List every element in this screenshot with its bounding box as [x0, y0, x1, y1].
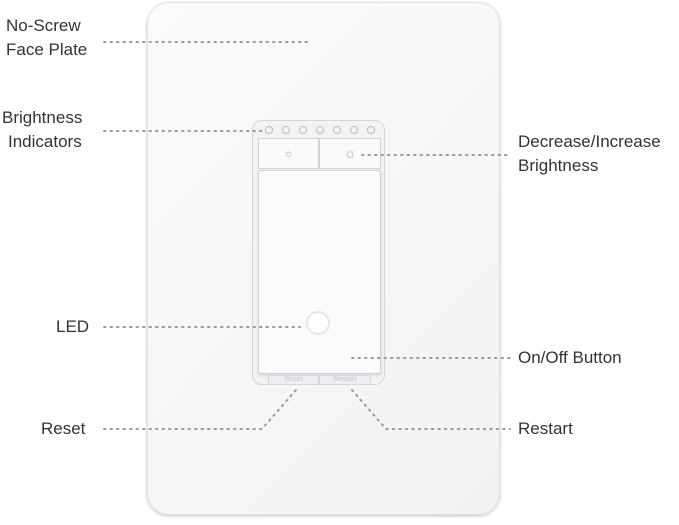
- brightness-indicator-dot: [333, 126, 341, 134]
- brightness-indicator-dot: [367, 126, 375, 134]
- brightness-indicator-dot: [265, 126, 273, 134]
- label-reset: Reset: [41, 419, 86, 438]
- on-off-button[interactable]: [258, 170, 381, 374]
- label-line: Face Plate: [6, 40, 88, 59]
- brightness-indicator-dot: [299, 126, 307, 134]
- restart-button[interactable]: Restart: [319, 375, 371, 385]
- increase-brightness-button[interactable]: ☼: [319, 138, 381, 169]
- callout-line-restart: [351, 389, 511, 430]
- label-line: Decrease/Increase: [518, 132, 661, 151]
- label-line: No-Screw: [6, 16, 81, 35]
- sun-large-icon: ☼: [343, 145, 357, 162]
- reset-button[interactable]: Reset: [268, 375, 319, 385]
- label-line: Brightness: [2, 108, 83, 127]
- label-line: Brightness: [518, 156, 599, 175]
- label-line: Indicators: [8, 132, 82, 151]
- sun-small-icon: ☼: [283, 147, 294, 160]
- brightness-indicator-dot: [316, 126, 324, 134]
- label-onoff: On/Off Button: [518, 348, 622, 367]
- callout-line-reset: [103, 389, 297, 430]
- label-restart: Restart: [518, 419, 573, 438]
- decrease-brightness-button[interactable]: ☼: [258, 138, 319, 169]
- label-led: LED: [56, 317, 90, 336]
- brightness-indicator-dot: [350, 126, 358, 134]
- led-indicator: [306, 311, 330, 335]
- brightness-indicator-dot: [282, 126, 290, 134]
